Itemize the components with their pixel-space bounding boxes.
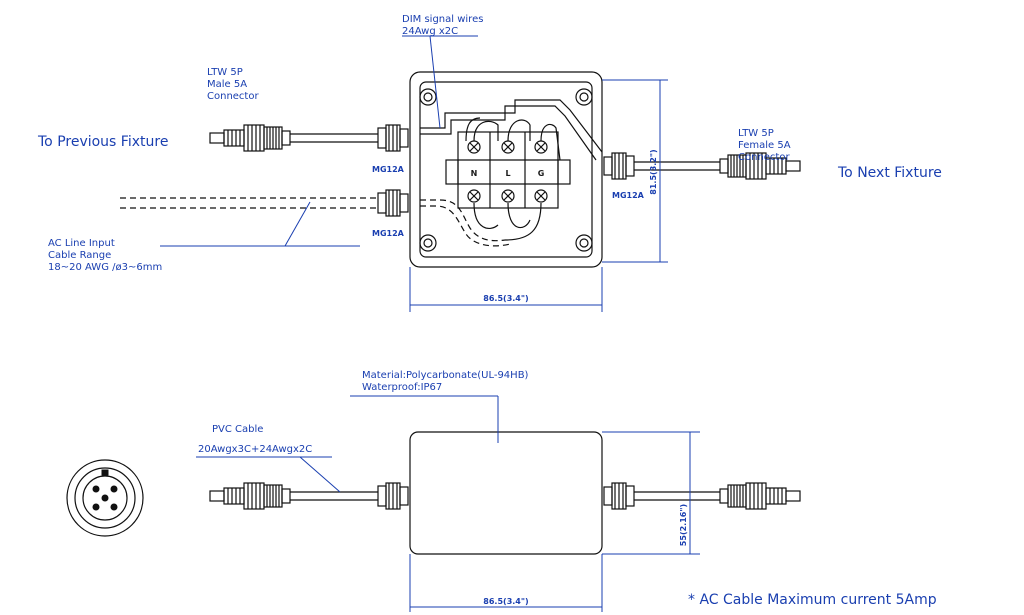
dim-wires-spec: 24Awg x2C — [402, 26, 458, 37]
gland-top-left — [377, 124, 409, 152]
side-gland-left — [377, 482, 409, 510]
gland-bottom-label: MG12A — [372, 229, 405, 238]
terminal-g-label: G — [538, 169, 545, 178]
side-width-dimension: 86.5(3.4") — [483, 597, 528, 606]
side-gland-right — [603, 482, 635, 510]
side-female-connector — [719, 482, 801, 510]
to-previous-label: To Previous Fixture — [37, 134, 168, 150]
enclosure-inner — [419, 81, 593, 258]
terminal-l-label: L — [505, 169, 510, 178]
top-height-dimension: 81.5(3.2") — [649, 149, 658, 194]
side-view: Material:Polycarbonate(UL-94HB) Waterpro… — [66, 370, 937, 612]
female-connector-type: Connector — [738, 152, 790, 163]
terminal-n-label: N — [471, 169, 478, 178]
side-height-dimension: 55(2.16") — [679, 504, 688, 546]
gland-top-label: MG12A — [372, 165, 405, 174]
pvc-cable-label: PVC Cable — [212, 424, 263, 435]
gland-right-label: MG12A — [612, 191, 645, 200]
ac-awg-label: 18~20 AWG /ø3~6mm — [48, 262, 162, 273]
male-connector — [209, 124, 291, 152]
connector-pin-face — [66, 459, 144, 537]
internal-wires — [420, 99, 603, 247]
to-next-label: To Next Fixture — [837, 165, 942, 181]
gland-bottom-left — [377, 189, 409, 217]
pvc-cable-spec: 20Awgx3C+24Awgx2C — [198, 444, 312, 455]
ac-cable-range-label: Cable Range — [48, 250, 111, 261]
top-view: N L G — [37, 14, 942, 312]
enclosure-outline — [409, 71, 603, 268]
current-note: * AC Cable Maximum current 5Amp — [688, 592, 937, 608]
side-enclosure — [409, 431, 603, 555]
male-connector-label: LTW 5P — [207, 67, 243, 78]
material-label: Material:Polycarbonate(UL-94HB) — [362, 370, 529, 381]
dim-wires-label: DIM signal wires — [402, 14, 483, 25]
terminal-block: N L G — [445, 131, 571, 209]
side-male-connector — [209, 482, 291, 510]
female-connector-spec: Female 5A — [738, 140, 791, 151]
gland-right — [603, 152, 635, 180]
male-connector-type: Connector — [207, 91, 259, 102]
mounting-holes — [419, 88, 593, 252]
ac-input-label: AC Line Input — [48, 238, 115, 249]
female-connector-label: LTW 5P — [738, 128, 774, 139]
top-width-dimension: 86.5(3.4") — [483, 294, 528, 303]
male-connector-spec: Male 5A — [207, 79, 247, 90]
waterproof-rating: Waterproof:IP67 — [362, 382, 442, 393]
